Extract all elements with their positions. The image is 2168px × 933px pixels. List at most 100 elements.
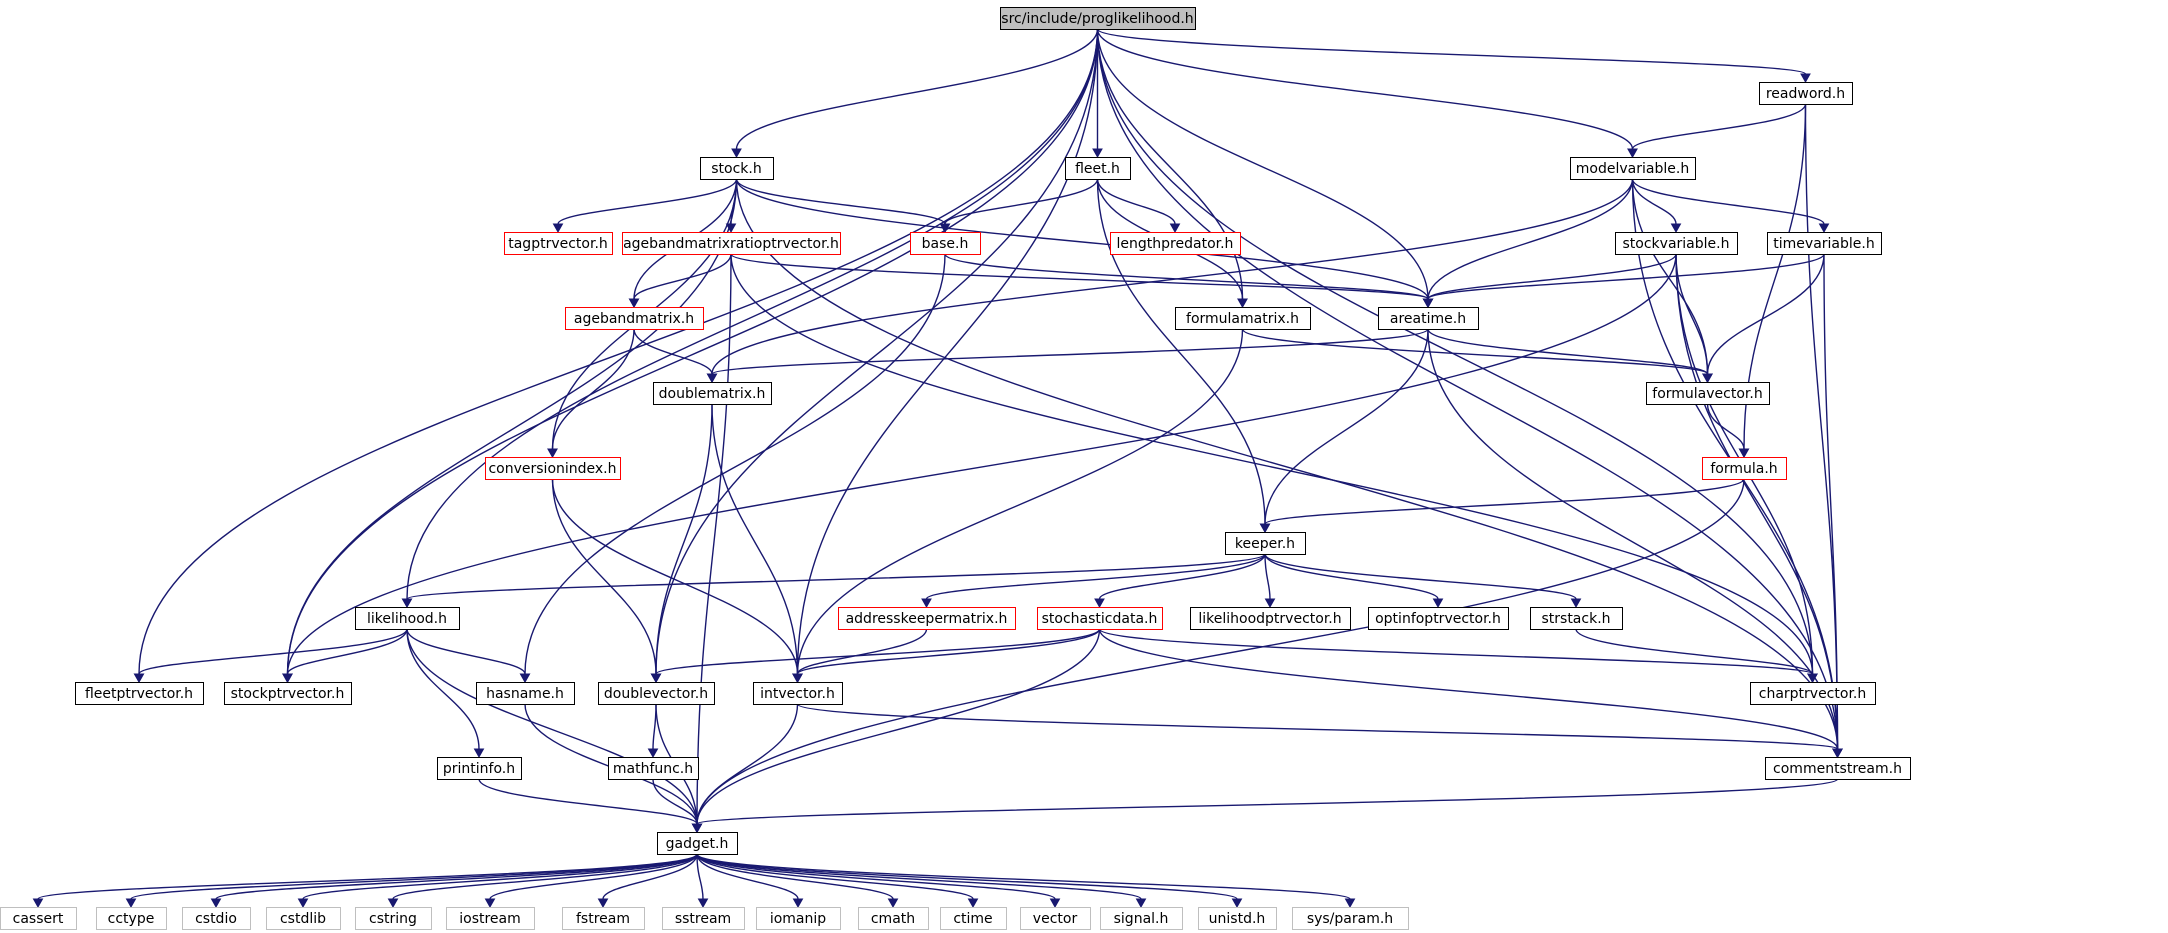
node-label: intvector.h — [760, 686, 835, 702]
node-box — [224, 682, 352, 705]
node-addresskeepermatrix[interactable]: addresskeepermatrix.h — [838, 607, 1016, 630]
node-label: cctype — [108, 911, 155, 927]
edge-line — [286, 178, 738, 675]
node-strstack[interactable]: strstack.h — [1530, 607, 1623, 630]
node-label: cstring — [369, 911, 417, 927]
node-box — [756, 907, 841, 930]
node-box — [1759, 82, 1853, 105]
node-keeper[interactable]: keeper.h — [1225, 532, 1306, 555]
node-fleetptrvector[interactable]: fleetptrvector.h — [75, 682, 204, 705]
node-stochasticdata[interactable]: stochasticdata.h — [1037, 607, 1163, 630]
edge-line — [406, 28, 1099, 600]
edge-line — [1575, 628, 1814, 675]
node-intvector[interactable]: intvector.h — [753, 682, 843, 705]
node-box — [1767, 232, 1882, 255]
dependency-edge — [1096, 28, 1818, 684]
node-charptrvector[interactable]: charptrvector.h — [1750, 682, 1876, 705]
node-tagptrvector[interactable]: tagptrvector.h — [504, 232, 613, 255]
node-stockvariable[interactable]: stockvariable.h — [1615, 232, 1738, 255]
node-mathfunc[interactable]: mathfunc.h — [608, 757, 699, 780]
node-stock[interactable]: stock.h — [700, 157, 774, 180]
node-proglikelihood[interactable]: src/include/proglikelihood.h — [1000, 7, 1196, 30]
node-modelvariable[interactable]: modelvariable.h — [1570, 157, 1696, 180]
node-label: doublevector.h — [604, 686, 708, 702]
node-agebandmatrixratioptrvector[interactable]: agebandmatrixratioptrvector.h — [622, 232, 841, 255]
edge-arrowhead — [125, 898, 137, 909]
edge-line — [1631, 178, 1825, 225]
node-label: sstream — [675, 911, 731, 927]
edge-line — [138, 628, 408, 675]
edge-arrowhead — [1169, 223, 1181, 234]
dependency-edge — [650, 403, 713, 684]
dependency-edge — [1422, 178, 1634, 309]
node-hasname[interactable]: hasname.h — [476, 682, 575, 705]
node-box — [504, 232, 613, 255]
node-formula[interactable]: formula.h — [1702, 457, 1787, 480]
nodes-layer: src/include/proglikelihood.h readword.h st… — [0, 7, 1911, 930]
node-timevariable[interactable]: timevariable.h — [1767, 232, 1882, 255]
node-formulamatrix[interactable]: formulamatrix.h — [1175, 307, 1311, 330]
node-box — [598, 682, 715, 705]
node-cctype: cctype — [96, 907, 167, 930]
dependency-edge — [1264, 553, 1582, 609]
dependency-edge — [1096, 28, 1638, 159]
node-label: conversionindex.h — [488, 461, 616, 477]
node-lengthpredator[interactable]: lengthpredator.h — [1110, 232, 1241, 255]
edge-arrowhead — [1264, 598, 1276, 609]
dependency-edge — [696, 853, 1147, 909]
node-likelihood[interactable]: likelihood.h — [355, 607, 460, 630]
node-stockptrvector[interactable]: stockptrvector.h — [224, 682, 352, 705]
node-gadget[interactable]: gadget.h — [657, 832, 738, 855]
edge-line — [215, 853, 698, 900]
node-printinfo[interactable]: printinfo.h — [437, 757, 522, 780]
node-agebandmatrix[interactable]: agebandmatrix.h — [565, 307, 704, 330]
edge-line — [735, 178, 1839, 750]
edge-line — [1804, 103, 1839, 750]
node-box — [622, 232, 841, 255]
edge-line — [392, 853, 698, 900]
node-likelihoodptrvector[interactable]: likelihoodptrvector.h — [1190, 607, 1351, 630]
dependency-edge — [1259, 328, 1429, 534]
node-box — [437, 757, 522, 780]
node-base[interactable]: base.h — [910, 232, 981, 255]
edge-line — [406, 628, 526, 675]
node-box — [1292, 907, 1409, 930]
node-box — [1750, 682, 1876, 705]
dependency-edge — [1096, 178, 1271, 534]
node-box — [1100, 907, 1183, 930]
edge-line — [696, 853, 1142, 900]
edge-line — [1264, 478, 1745, 525]
node-areatime[interactable]: areatime.h — [1378, 307, 1479, 330]
node-commentstream[interactable]: commentstream.h — [1765, 757, 1911, 780]
dependency-edge — [406, 628, 703, 834]
node-box — [608, 757, 699, 780]
edge-line — [652, 778, 698, 825]
node-box — [1225, 532, 1306, 555]
node-optinfoptrvector[interactable]: optinfoptrvector.h — [1368, 607, 1509, 630]
node-label: cstdlib — [280, 911, 326, 927]
node-cmath: cmath — [858, 907, 929, 930]
node-fleet[interactable]: fleet.h — [1065, 157, 1131, 180]
edge-line — [796, 703, 1839, 750]
edge-line — [944, 178, 1099, 225]
dependency-edge — [1264, 553, 1444, 609]
node-box — [355, 607, 460, 630]
node-box — [485, 457, 621, 480]
node-conversionindex[interactable]: conversionindex.h — [485, 457, 621, 480]
node-label: mathfunc.h — [613, 761, 693, 777]
node-label: fleet.h — [1075, 161, 1120, 177]
node-formulavector[interactable]: formulavector.h — [1646, 382, 1770, 405]
edge-line — [1096, 28, 1814, 675]
node-readword[interactable]: readword.h — [1759, 82, 1853, 105]
dependency-edge — [387, 853, 698, 909]
edge-line — [1096, 28, 1634, 150]
node-label: src/include/proglikelihood.h — [1001, 11, 1193, 27]
edge-line — [1096, 28, 1839, 750]
node-doublevector[interactable]: doublevector.h — [598, 682, 715, 705]
node-box — [75, 682, 204, 705]
node-doublematrix[interactable]: doublematrix.h — [653, 382, 772, 405]
node-box — [1368, 607, 1509, 630]
node-label: timevariable.h — [1773, 236, 1874, 252]
node-cstdlib: cstdlib — [266, 907, 341, 930]
edge-arrowhead — [1135, 898, 1147, 909]
